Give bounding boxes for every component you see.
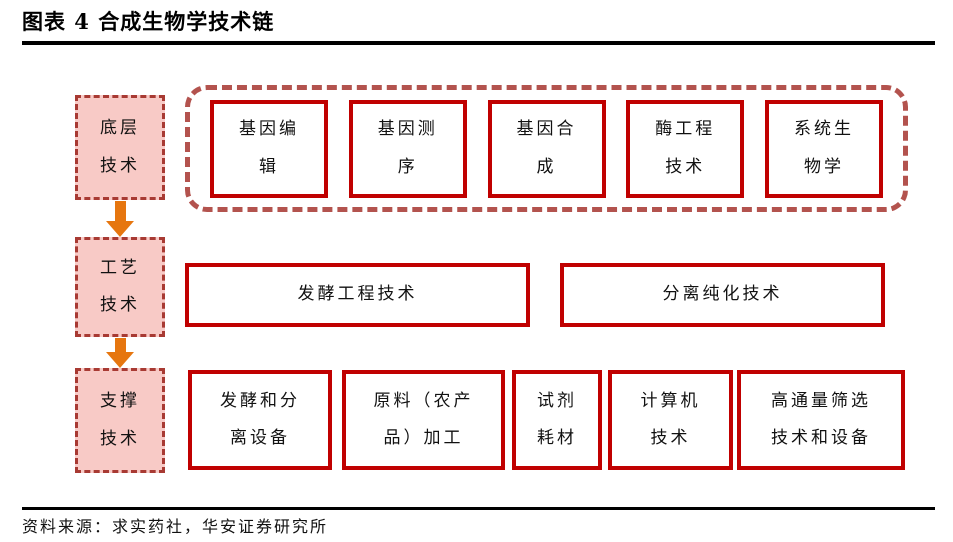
tech-box-fermentation-separation-equipment: 发酵和分 离设备 <box>188 370 332 470</box>
title-divider <box>22 41 935 45</box>
down-arrow-icon <box>106 338 134 368</box>
tech-box-reagent-consumables: 试剂 耗材 <box>512 370 602 470</box>
arrow-shaft <box>114 201 126 221</box>
tech-box-label: 原料（农产 品）加工 <box>373 390 474 448</box>
tech-box-label: 基因编 辑 <box>239 119 299 177</box>
figure-title: 图表 4 合成生物学技术链 <box>22 9 275 34</box>
tech-box-gene-synthesis: 基因合 成 <box>487 99 606 198</box>
tech-box-systems-biology: 系统生 物学 <box>765 99 883 198</box>
tech-box-separation-purification: 分离纯化技术 <box>560 263 885 327</box>
stage-label: 工艺 技术 <box>100 257 140 315</box>
footer-divider <box>22 507 935 510</box>
tech-box-label: 高通量筛选 技术和设备 <box>771 390 871 448</box>
tech-box-label: 基因测 序 <box>377 119 438 177</box>
down-arrow-icon <box>106 201 134 237</box>
tech-box-label: 发酵和分 离设备 <box>220 390 300 448</box>
tech-box-label: 分离纯化技术 <box>662 284 783 305</box>
tech-box-enzyme-engineering: 酶工程 技术 <box>626 99 745 198</box>
base-technology-group: 基因编 辑 基因测 序 基因合 成 酶工程 技术 系统生 物学 <box>185 85 908 212</box>
source-note: 资料来源：求实药社，华安证券研究所 <box>22 517 329 536</box>
tech-box-label: 系统生 物学 <box>794 119 854 177</box>
tech-box-label: 试剂 耗材 <box>537 390 577 448</box>
arrow-shaft <box>114 338 126 352</box>
tech-box-high-throughput-screening: 高通量筛选 技术和设备 <box>737 370 905 470</box>
stage-box-base-technology: 底层 技术 <box>75 95 165 200</box>
tech-box-computer-technology: 计算机 技术 <box>608 370 733 470</box>
tech-box-label: 基因合 成 <box>516 119 577 177</box>
tech-box-label: 计算机 技术 <box>640 390 701 448</box>
tech-box-fermentation-engineering: 发酵工程技术 <box>185 263 530 327</box>
tech-box-gene-sequencing: 基因测 序 <box>348 99 467 198</box>
stage-box-process-technology: 工艺 技术 <box>75 237 165 337</box>
arrow-head <box>106 352 134 368</box>
arrow-head <box>106 221 134 237</box>
tech-box-label: 发酵工程技术 <box>297 284 418 305</box>
tech-box-raw-material-processing: 原料（农产 品）加工 <box>342 370 505 470</box>
stage-label: 底层 技术 <box>100 118 140 176</box>
tech-box-label: 酶工程 技术 <box>655 119 716 177</box>
stage-label: 支撑 技术 <box>100 391 140 449</box>
stage-box-support-technology: 支撑 技术 <box>75 368 165 473</box>
tech-box-gene-editing: 基因编 辑 <box>210 99 328 198</box>
